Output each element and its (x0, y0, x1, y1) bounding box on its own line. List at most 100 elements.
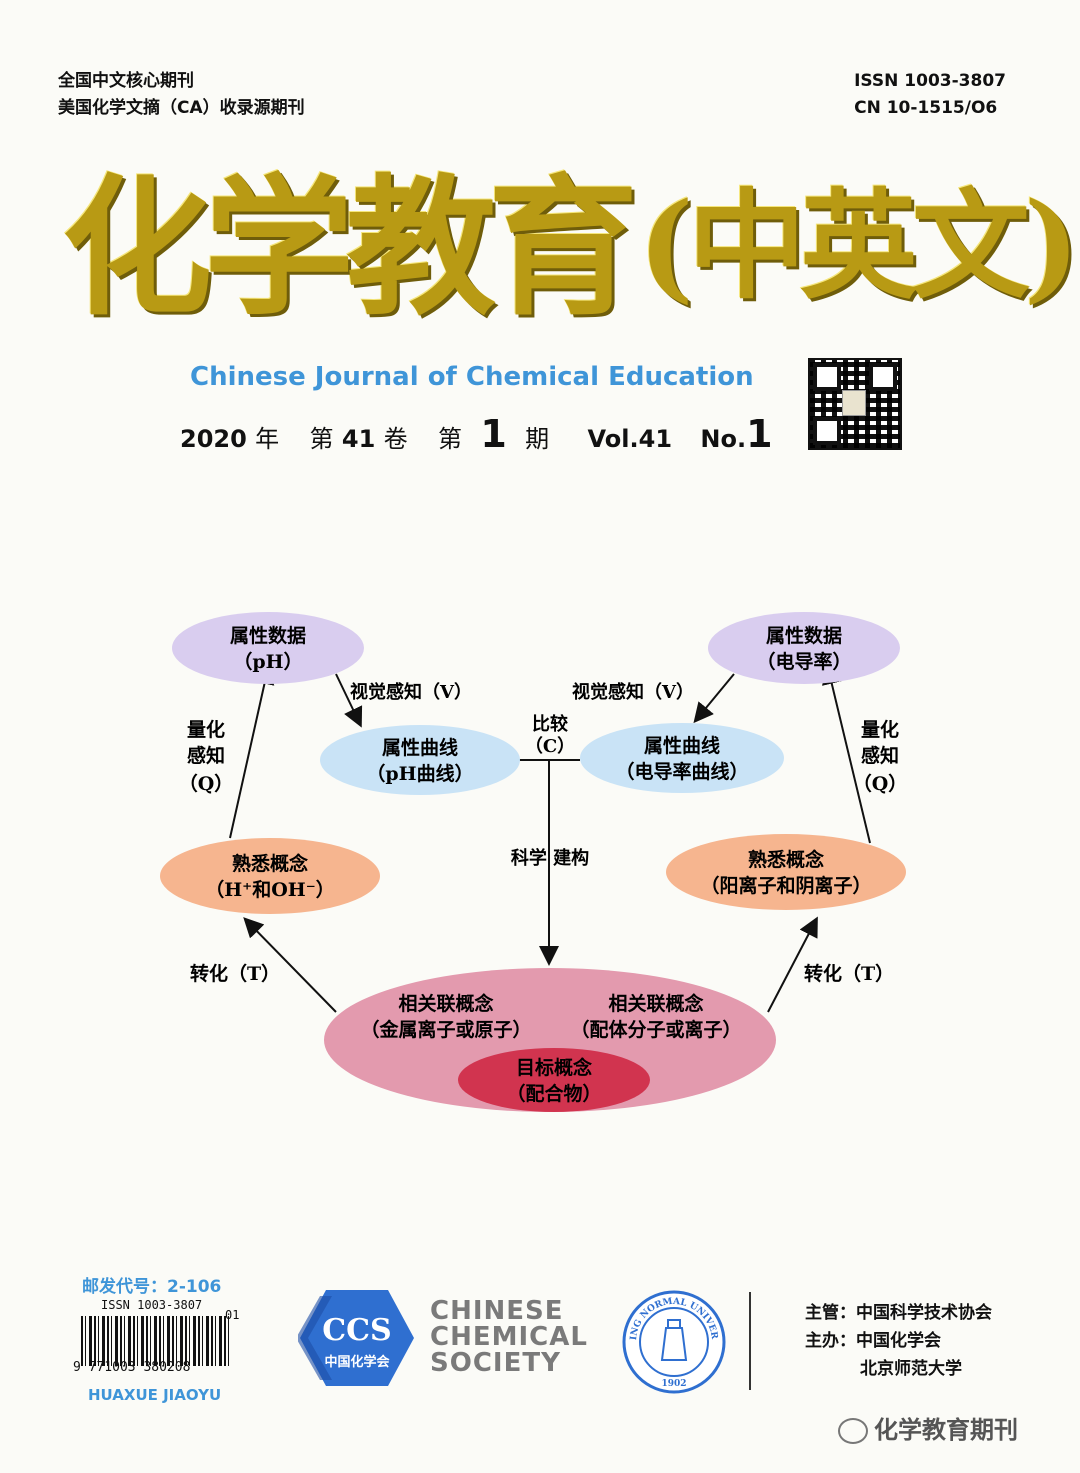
qr-corner (813, 417, 841, 445)
label-quant-right-3: （Q） (853, 772, 908, 795)
header-left: 全国中文核心期刊 美国化学文摘（CA）收录源期刊 (58, 68, 305, 122)
arrow-quant-right (822, 664, 871, 844)
node-ml-line2: （pH曲线） (366, 762, 473, 785)
node-curve-ph (320, 725, 520, 795)
wechat-account: 化学教育期刊 (874, 1416, 1018, 1444)
ccs-en-3: SOCIETY (430, 1348, 561, 1378)
node-r-line1: 熟悉概念 (748, 848, 824, 871)
node-big-left-line1: 相关联概念 (398, 992, 493, 1015)
label-quant-left-1: 量化 (187, 718, 225, 741)
ccs-logo-icon: CCS 中国化学会 (298, 1290, 414, 1386)
sponsor1-label: 主管： (805, 1303, 856, 1323)
node-big-right-line2: （配体分子或离子） (570, 1018, 741, 1041)
bnu-year: 1902 (661, 1379, 686, 1389)
issue-no-en: No. (700, 425, 747, 453)
node-familiar-ions (666, 834, 906, 910)
sponsor3: 北京师范大学 (860, 1359, 962, 1379)
issue-year: 2020 (180, 425, 247, 453)
journal-title-main: 化学教育 (62, 160, 638, 336)
ca-index-label: 美国化学文摘（CA）收录源期刊 (58, 98, 305, 118)
label-compare-1: 比较 (532, 713, 568, 735)
issn-label: ISSN 1003-3807 (854, 71, 1006, 91)
label-quant-left-2: 感知 (187, 744, 225, 767)
qr-logo (842, 390, 866, 416)
postal-code: 邮发代号：2-106 (82, 1277, 222, 1297)
qr-code[interactable] (808, 358, 902, 450)
arrow-visual-right (693, 673, 735, 724)
barcode: ISSN 1003-3807 01 9 771003 380208 (73, 1298, 243, 1386)
node-target-line2: （配合物） (506, 1082, 601, 1105)
label-compare-2: （C） (525, 736, 575, 757)
node-big-right-line1: 相关联概念 (608, 992, 703, 1015)
english-title: Chinese Journal of Chemical Education (190, 362, 754, 392)
qr-corner (813, 363, 841, 391)
node-target-concept (458, 1048, 650, 1112)
issue-line: 2020 年 第 41 卷 第 1 期 Vol.41 No.1 (180, 412, 773, 456)
ccs-en-1: CHINESE (430, 1296, 564, 1326)
sponsor2-label: 主办： (805, 1331, 856, 1351)
sponsor-row-2: 主办：中国化学会 (805, 1326, 941, 1351)
footer-divider (749, 1292, 751, 1390)
issue-no-unit: 期 (525, 425, 550, 453)
cn-label: CN 10-1515/O6 (854, 98, 998, 118)
label-visual-left: 视觉感知（V） (350, 681, 472, 703)
issue-vol-prefix: 第 (309, 425, 334, 453)
label-quant-right-1: 量化 (861, 718, 899, 741)
node-target-line1: 目标概念 (516, 1056, 592, 1079)
node-tr-line2: （电导率） (756, 650, 851, 673)
label-trans-left: 转化（T） (190, 962, 280, 985)
node-mr-line1: 属性曲线 (644, 734, 720, 757)
node-property-data-conductivity (708, 612, 900, 684)
issue-no-en-num: 1 (746, 412, 773, 456)
concept-diagram: 属性数据 （pH） 属性数据 （电导率） 属性曲线 （pH曲线） 属性曲线 （电… (160, 612, 908, 1112)
node-related-concepts (324, 968, 776, 1112)
barcode-number: 9 771003 380208 (73, 1360, 191, 1375)
node-l-line1: 熟悉概念 (232, 852, 308, 875)
label-quant-right-2: 感知 (861, 744, 899, 767)
sponsor2: 中国化学会 (856, 1331, 941, 1351)
arrow-trans-left (243, 917, 337, 1013)
issue-no-prefix: 第 (438, 425, 462, 453)
issue-vol-en: Vol.41 (587, 425, 673, 453)
node-ml-line1: 属性曲线 (382, 736, 458, 759)
node-mr-line2: （电导率曲线） (615, 760, 748, 783)
ccs-cn: 中国化学会 (324, 1354, 390, 1370)
ccs-abbr: CCS (322, 1313, 391, 1348)
label-visual-right: 视觉感知（V） (572, 681, 694, 703)
node-tl-line1: 属性数据 (230, 624, 306, 647)
label-science-construct: 科学 建构 (511, 847, 589, 869)
node-curve-conductivity (580, 723, 784, 793)
label-quant-left-3: （Q） (179, 772, 234, 795)
sponsor1: 中国科学技术协会 (856, 1303, 992, 1323)
arrow-trans-right (767, 916, 818, 1013)
qr-corner (869, 363, 897, 391)
ccs-en-2: CHEMICAL (430, 1322, 588, 1352)
pinyin-title: HUAXUE JIAOYU (88, 1386, 222, 1404)
node-tl-line2: （pH） (233, 650, 302, 673)
node-r-line2: （阳离子和阴离子） (700, 874, 871, 897)
issue-no: 1 (480, 412, 507, 456)
arrow-quant-left (229, 664, 275, 839)
issue-vol-unit: 卷 (383, 425, 408, 453)
node-familiar-h-oh (160, 838, 380, 914)
journal-title: 化学教育(中英文) (62, 148, 1080, 336)
ccs-name: CHINESE CHEMICAL SOCIETY (430, 1298, 588, 1376)
node-l-line2: （H⁺和OH⁻） (205, 878, 335, 901)
bnu-seal-icon: BEIJING NORMAL UNIVERSITY 1902 (622, 1290, 726, 1394)
wechat-watermark: 化学教育期刊 (838, 1410, 1018, 1445)
issue-vol: 41 (341, 425, 376, 453)
arrow-visual-left (335, 673, 363, 728)
barcode-bars (81, 1316, 229, 1366)
node-tr-line1: 属性数据 (766, 624, 842, 647)
header-right: ISSN 1003-3807 CN 10-1515/O6 (854, 68, 1006, 122)
barcode-issn: ISSN 1003-3807 (101, 1298, 203, 1312)
sponsor-row-1: 主管：中国科学技术协会 (805, 1298, 992, 1323)
issue-year-unit: 年 (255, 425, 280, 453)
wechat-icon (838, 1418, 868, 1444)
journal-title-sub: (中英文) (638, 176, 1080, 315)
core-journal-label: 全国中文核心期刊 (58, 71, 194, 91)
node-property-data-ph (172, 612, 364, 684)
barcode-addon: 01 (225, 1308, 240, 1322)
label-trans-right: 转化（T） (804, 962, 894, 985)
node-big-left-line2: （金属离子或原子） (360, 1018, 531, 1041)
